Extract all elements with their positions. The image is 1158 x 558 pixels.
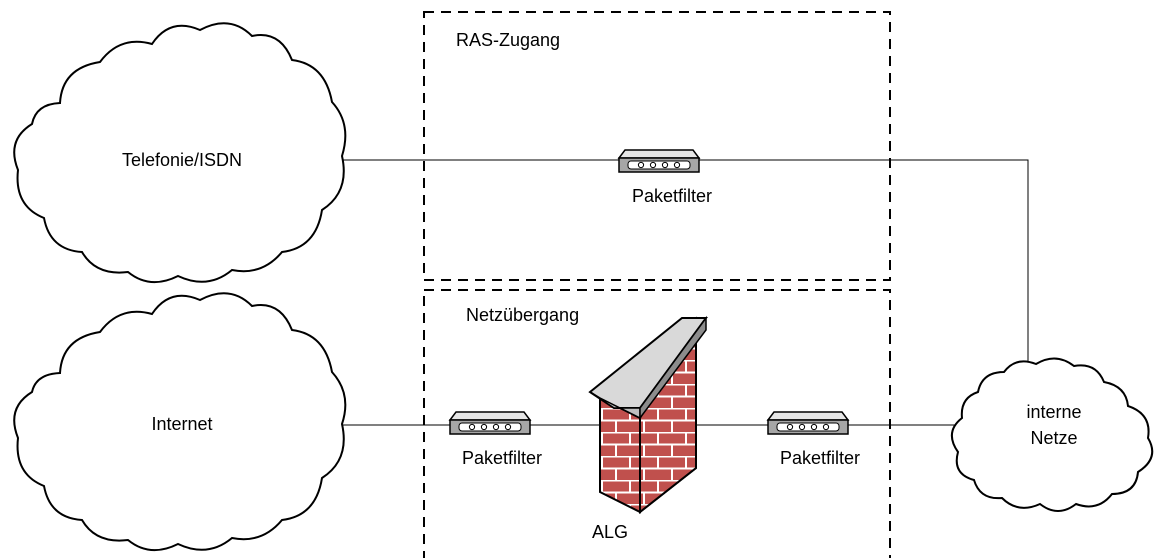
internet-cloud-label: Internet	[151, 414, 212, 434]
ras-zone-label: RAS-Zugang	[456, 30, 560, 50]
left-packet-filter-label: Paketfilter	[462, 448, 542, 468]
ras-packet-filter-label: Paketfilter	[632, 186, 712, 206]
gateway-zone	[423, 289, 891, 558]
internal-networks-label-line1: interne	[1026, 402, 1081, 422]
firewall-wall-icon	[588, 315, 708, 515]
alg-label: ALG	[592, 522, 628, 542]
left-packet-filter-icon	[449, 411, 531, 435]
ras-packet-filter-icon	[618, 149, 700, 173]
gateway-zone-label: Netzübergang	[466, 305, 579, 325]
telephony-cloud-label: Telefonie/ISDN	[122, 150, 242, 170]
telephony-cloud	[13, 22, 347, 283]
internal-networks-label-line2: Netze	[1030, 428, 1077, 448]
ras-connection-line	[343, 159, 1029, 372]
ras-zone	[423, 11, 891, 281]
right-packet-filter-label: Paketfilter	[780, 448, 860, 468]
internal-networks-cloud	[951, 357, 1154, 512]
internet-cloud	[13, 292, 347, 551]
right-packet-filter-icon	[767, 411, 849, 435]
